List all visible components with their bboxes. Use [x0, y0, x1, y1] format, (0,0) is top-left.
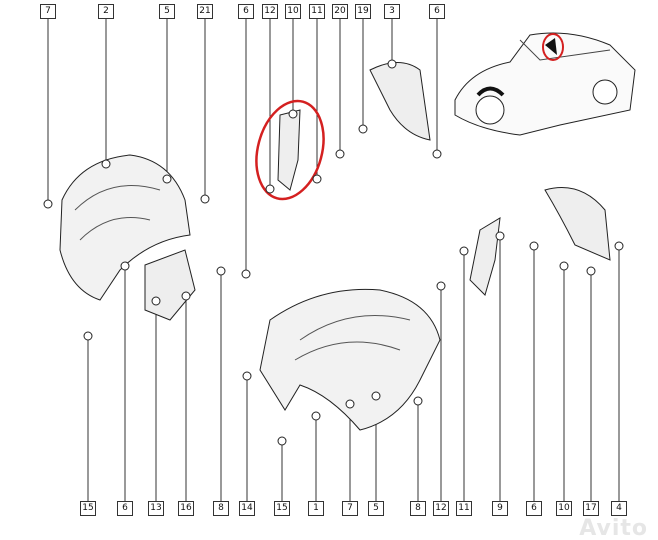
callout-top-1: 2 — [98, 4, 114, 19]
callout-bottom-10: 8 — [410, 501, 426, 516]
fastener — [277, 436, 287, 446]
fastener — [43, 199, 53, 209]
part-10 — [277, 109, 301, 191]
callout-bottom-16: 17 — [583, 501, 599, 516]
callout-top-11: 6 — [429, 4, 445, 19]
callout-top-5: 12 — [262, 4, 278, 19]
callout-bottom-3: 16 — [178, 501, 194, 516]
watermark: Avito — [579, 516, 648, 540]
callout-top-0: 7 — [40, 4, 56, 19]
callout-top-6: 10 — [285, 4, 301, 19]
callout-top-8: 20 — [332, 4, 348, 19]
fastener — [101, 159, 111, 169]
callout-top-9: 19 — [355, 4, 371, 19]
part-4 — [544, 187, 611, 261]
fastener — [200, 194, 210, 204]
callout-bottom-1: 6 — [117, 501, 133, 516]
fastener — [529, 241, 539, 251]
fastener — [345, 399, 355, 409]
fastener — [216, 266, 226, 276]
fastener — [413, 396, 423, 406]
callout-top-2: 5 — [159, 4, 175, 19]
callout-bottom-7: 1 — [308, 501, 324, 516]
callout-bottom-0: 15 — [80, 501, 96, 516]
fastener — [335, 149, 345, 159]
fender-liner-right — [259, 288, 441, 431]
fastener — [242, 371, 252, 381]
callout-bottom-2: 13 — [148, 501, 164, 516]
fastener — [432, 149, 442, 159]
fastener — [436, 281, 446, 291]
callout-top-3: 21 — [197, 4, 213, 19]
callout-top-7: 11 — [309, 4, 325, 19]
callout-bottom-4: 8 — [213, 501, 229, 516]
callout-bottom-9: 5 — [368, 501, 384, 516]
callout-bottom-11: 12 — [433, 501, 449, 516]
fastener — [120, 261, 130, 271]
callout-top-10: 3 — [384, 4, 400, 19]
callout-bottom-15: 10 — [556, 501, 572, 516]
fastener — [495, 231, 505, 241]
fastener — [162, 174, 172, 184]
fastener — [459, 246, 469, 256]
fastener — [387, 59, 397, 69]
fastener — [312, 174, 322, 184]
fastener — [241, 269, 251, 279]
fastener — [614, 241, 624, 251]
part-3 — [369, 62, 431, 141]
fastener — [311, 411, 321, 421]
fastener — [151, 296, 161, 306]
callout-bottom-6: 15 — [274, 501, 290, 516]
callout-bottom-14: 6 — [526, 501, 542, 516]
highlight-ellipse — [255, 99, 325, 201]
callout-bottom-5: 14 — [239, 501, 255, 516]
callout-bottom-12: 11 — [456, 501, 472, 516]
mud-flap-left — [144, 249, 196, 321]
part-9 — [469, 217, 501, 296]
callout-bottom-13: 9 — [492, 501, 508, 516]
callout-bottom-8: 7 — [342, 501, 358, 516]
fastener — [371, 391, 381, 401]
fastener — [559, 261, 569, 271]
fastener — [265, 184, 275, 194]
callout-bottom-17: 4 — [611, 501, 627, 516]
car-illustration — [454, 32, 636, 136]
fastener — [288, 109, 298, 119]
fastener — [358, 124, 368, 134]
fastener — [83, 331, 93, 341]
fastener — [586, 266, 596, 276]
fastener — [181, 291, 191, 301]
callout-top-4: 6 — [238, 4, 254, 19]
